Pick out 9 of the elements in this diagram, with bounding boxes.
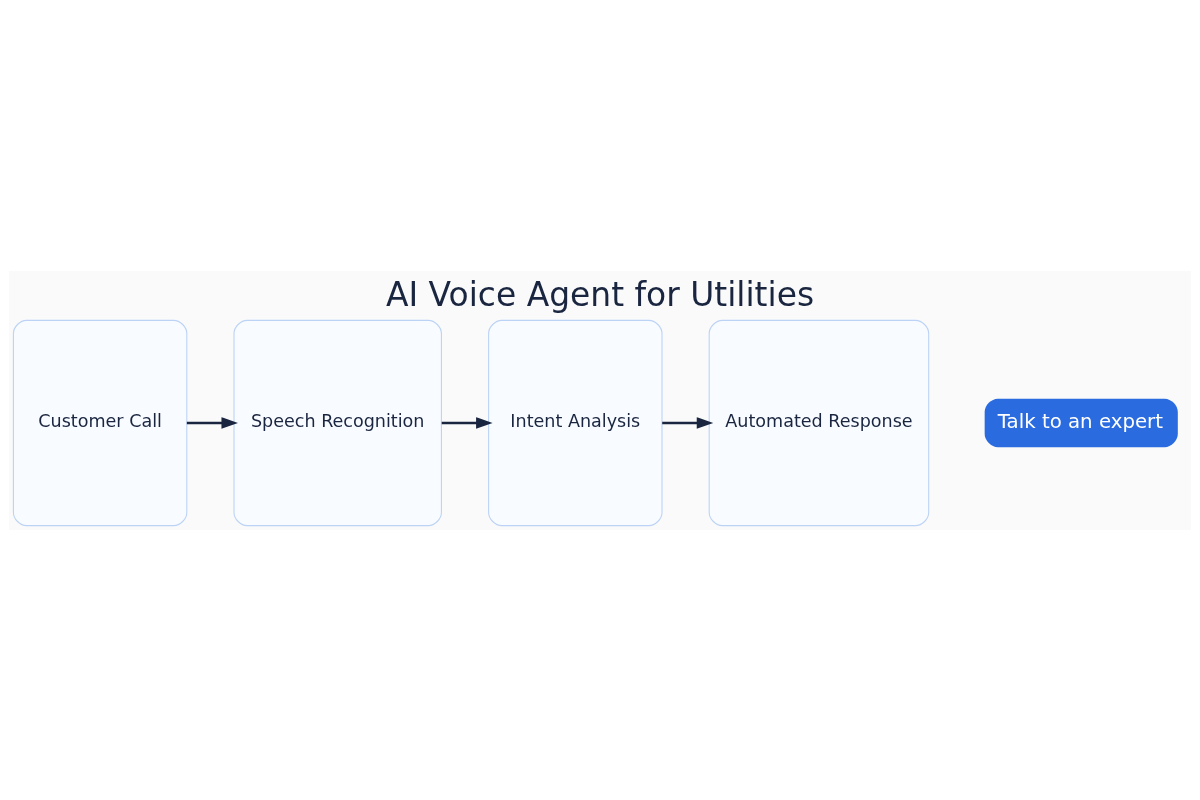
arrow (662, 416, 714, 429)
node-box: Customer Call (12, 319, 188, 526)
node-box: Automated Response (708, 319, 930, 526)
node-box: Speech Recognition (233, 319, 442, 526)
diagram-title: AI Voice Agent for Utilities (385, 274, 815, 314)
node-box: Intent Analysis (488, 319, 663, 526)
arrow (186, 416, 238, 429)
arrow (441, 416, 493, 429)
label: Talk to an expert (997, 409, 1163, 433)
